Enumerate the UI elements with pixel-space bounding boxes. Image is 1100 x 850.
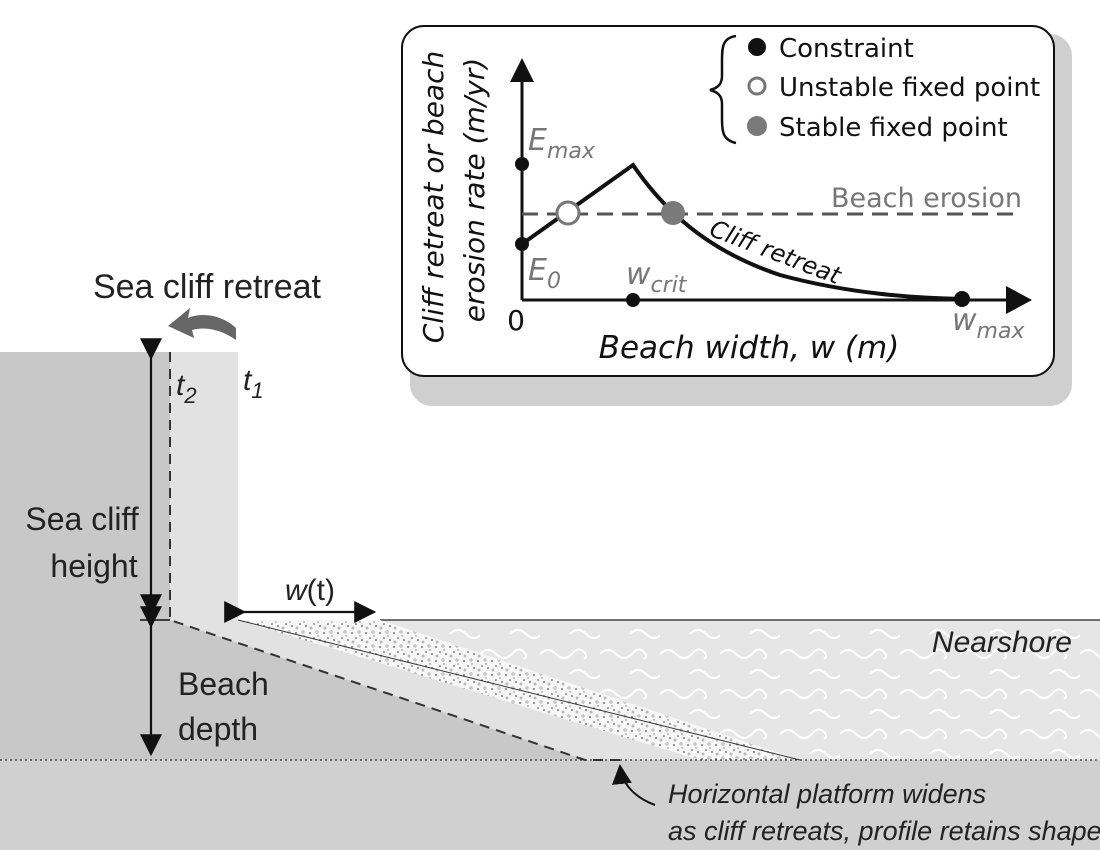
constraint-point-wmax bbox=[954, 291, 970, 307]
w-crit-label: wcrit bbox=[626, 257, 688, 298]
legend-unstable-marker bbox=[747, 76, 767, 96]
inset-y-axis-label-line2: erosion rate (m/yr) bbox=[458, 58, 491, 322]
platform-note-line2: as cliff retreats, profile retains shape bbox=[668, 816, 1100, 846]
stable-fixed-point bbox=[661, 201, 685, 225]
inset-y-axis-label-line1: Cliff retreat or beach bbox=[417, 51, 450, 344]
constraint-point-e0 bbox=[515, 237, 529, 251]
nearshore-label: Nearshore bbox=[932, 626, 1072, 659]
t2-label: t2 bbox=[176, 369, 197, 408]
legend-brace-icon bbox=[709, 34, 737, 145]
inset-panel bbox=[401, 25, 1055, 377]
sea-cliff-height-label-line2: height bbox=[50, 548, 137, 584]
beach-depth-label-line2: depth bbox=[178, 711, 258, 747]
t1-label: t1 bbox=[243, 364, 264, 403]
platform-pointer-arrow bbox=[611, 764, 656, 806]
inset-origin-label: 0 bbox=[507, 304, 525, 337]
cliff-profile-t2-dashed bbox=[169, 352, 620, 761]
beach-width-label: w(t) bbox=[285, 574, 335, 607]
sea-cliff-retreat-label: Sea cliff retreat bbox=[93, 268, 322, 306]
inset-y-arrowhead bbox=[510, 58, 534, 82]
legend-stable-marker bbox=[747, 116, 767, 136]
cliff-retreat-curve bbox=[520, 162, 963, 301]
retreated-cliff-strip bbox=[170, 352, 238, 620]
legend-constraint-label: Constraint bbox=[779, 34, 914, 64]
retreat-arrow-icon bbox=[168, 308, 236, 340]
e0-label: E0 bbox=[528, 253, 561, 294]
sand-edge-line bbox=[237, 619, 801, 761]
beach-erosion-label: Beach erosion bbox=[831, 183, 1022, 214]
e-max-label: Emax bbox=[528, 123, 596, 164]
unstable-fixed-point bbox=[555, 200, 581, 226]
beach-depth-label-line1: Beach bbox=[178, 666, 269, 702]
nearshore-water bbox=[380, 620, 1100, 760]
inset-x-arrowhead bbox=[1006, 286, 1032, 314]
legend-constraint-marker bbox=[748, 38, 766, 56]
w-max-label: wmax bbox=[952, 303, 1025, 344]
platform-note-line1: Horizontal platform widens bbox=[668, 779, 986, 809]
sea-cliff-height-label-line1: Sea cliff bbox=[25, 501, 138, 537]
legend-stable-label: Stable fixed point bbox=[779, 113, 1008, 143]
horizontal-platform bbox=[0, 760, 1100, 850]
legend-unstable-label: Unstable fixed point bbox=[779, 73, 1040, 103]
constraint-point-emax bbox=[515, 157, 529, 171]
inset-x-axis-label: Beach width, w (m) bbox=[599, 330, 900, 366]
constraint-point-wcrit bbox=[626, 293, 640, 307]
